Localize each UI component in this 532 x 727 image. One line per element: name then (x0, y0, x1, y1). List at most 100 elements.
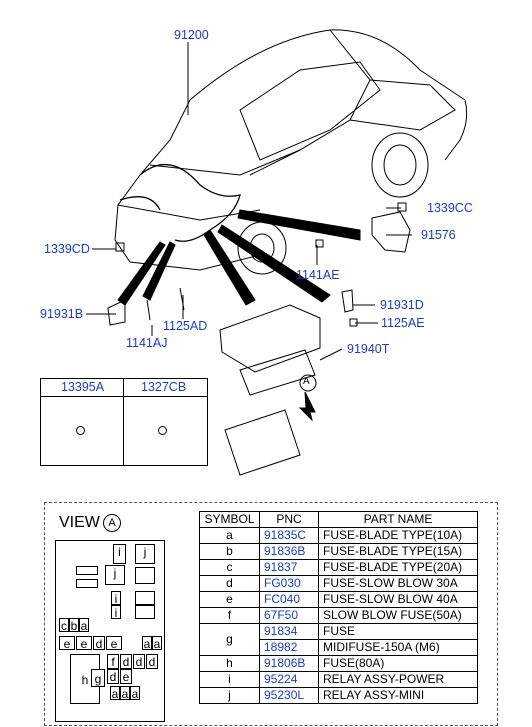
cell-pnc: 91836B (259, 543, 319, 560)
cell-pnc: FG030 (259, 575, 319, 592)
label-bolt-center: 1141AE (296, 268, 340, 282)
fuse-cell-blank (76, 566, 98, 575)
table-row: h 91806B FUSE(80A) (199, 655, 478, 672)
table-header-row: SYMBOL PNC PART NAME (199, 511, 478, 528)
cell-part-name: RELAY ASSY-MINI (318, 687, 478, 704)
label-bolt-lower-right: 1125AE (381, 316, 425, 330)
table-row: 18982 MIDIFUSE-150A (M6) (200, 639, 478, 656)
view-marker-circle: A (103, 514, 121, 532)
cell-part-name: FUSE (318, 623, 478, 640)
cell-symbol: f (199, 607, 260, 624)
label-bracket-right: 91931D (380, 298, 424, 312)
fuse-cell: i (113, 544, 126, 564)
cell-symbol: a (199, 527, 260, 544)
fuse-cell: e (76, 636, 92, 651)
table-row: j 95230L RELAY ASSY-MINI (199, 687, 478, 704)
fuse-layout: i j j i i c b a e e d e a a f d d d h g … (55, 540, 165, 722)
fuse-cell: f (107, 654, 119, 669)
label-bolt-left: 1339CD (44, 242, 90, 256)
cell-pnc: 91834 (259, 623, 319, 640)
label-bolt-lower-left: 1141AJ (126, 336, 168, 350)
header-part-name: PART NAME (318, 511, 478, 528)
fuse-cell-blank (76, 579, 98, 588)
fuse-cell: d (93, 636, 105, 651)
table-row: e FC040 FUSE-SLOW BLOW 40A (199, 591, 478, 608)
table-row: g 91834 FUSE (199, 623, 478, 656)
fuse-cell: j (105, 565, 125, 585)
fuse-cell: e (120, 669, 132, 684)
fuse-cell-blank (135, 591, 155, 605)
nut-box: 13395A 1327CB (40, 378, 208, 466)
fuse-cell: a (152, 636, 162, 651)
label-harness: 91200 (174, 28, 209, 42)
cell-symbol: g (199, 623, 260, 656)
fuse-cell: a (142, 636, 152, 651)
header-pnc: PNC (259, 511, 319, 528)
fuse-cell: c (59, 618, 69, 633)
table-row: d FG030 FUSE-SLOW BLOW 30A (199, 575, 478, 592)
cell-symbol: e (199, 591, 260, 608)
cell-part-name: FUSE(80A) (318, 655, 478, 672)
nut-icon (158, 426, 167, 435)
cell-pnc: 91835C (259, 527, 319, 544)
view-marker-label: A (303, 376, 310, 387)
table-row: a 91835C FUSE-BLADE TYPE(10A) (199, 527, 478, 544)
fuse-cell: i (111, 591, 121, 606)
fuse-cell: e (59, 636, 75, 651)
cell-part-name: FUSE-BLADE TYPE(15A) (318, 543, 478, 560)
cell-symbol: j (199, 687, 260, 704)
label-junction-box: 91940T (347, 342, 390, 356)
fuse-cell: g (91, 669, 105, 687)
view-title: VIEW (59, 514, 100, 531)
cell-pnc: 18982 (259, 639, 319, 656)
nut-label-2: 1327CB (141, 380, 187, 394)
cell-part-name: FUSE-SLOW BLOW 30A (318, 575, 478, 592)
cell-pnc: 67F50 (259, 607, 319, 624)
label-bolt-right: 1339CC (427, 201, 473, 215)
vehicle-illustration (86, 29, 468, 476)
cell-symbol: h (199, 655, 260, 672)
table-row: b 91836B FUSE-BLADE TYPE(15A) (199, 543, 478, 560)
fuse-cell: a (130, 686, 140, 701)
label-bracket-left: 91931B (40, 307, 84, 321)
table-row: f 67F50 SLOW BLOW FUSE(50A) (199, 607, 478, 624)
cell-symbol: d (199, 575, 260, 592)
cell-pnc: 91806B (259, 655, 319, 672)
fuse-cell: i (111, 605, 121, 620)
fuse-cell: d (146, 654, 158, 669)
cell-pnc: 95230L (259, 687, 319, 704)
fuse-cell-blank (135, 605, 155, 619)
fuse-cell: d (133, 654, 145, 669)
cell-pnc: 95224 (259, 671, 319, 688)
fuse-cell: a (120, 686, 130, 701)
cell-part-name: FUSE-BLADE TYPE(20A) (318, 559, 478, 576)
cell-symbol: i (199, 671, 260, 688)
view-frame (44, 502, 498, 726)
cell-part-name: RELAY ASSY-POWER (318, 671, 478, 688)
nut-icon (76, 426, 85, 435)
fuse-cell-blank (135, 567, 155, 584)
cell-part-name: MIDIFUSE-150A (M6) (318, 639, 478, 656)
cell-symbol: c (199, 559, 260, 576)
fuse-cell: j (135, 544, 155, 564)
cell-symbol: b (199, 543, 260, 560)
cell-pnc: 91837 (259, 559, 319, 576)
label-cover: 91576 (421, 228, 456, 242)
fuse-cell: a (79, 618, 89, 633)
cell-part-name: FUSE-SLOW BLOW 40A (318, 591, 478, 608)
parts-table: SYMBOL PNC PART NAME a 91835C FUSE-BLADE… (199, 511, 478, 704)
label-bolt-lower-center: 1125AD (163, 319, 208, 333)
cell-pnc: FC040 (259, 591, 319, 608)
fuse-cell: b (69, 618, 79, 633)
table-row: i 95224 RELAY ASSY-POWER (199, 671, 478, 688)
fuse-cell: d (120, 654, 132, 669)
table-row: c 91837 FUSE-BLADE TYPE(20A) (199, 559, 478, 576)
nut-label-1: 13395A (61, 380, 105, 394)
fuse-cell: d (107, 669, 119, 684)
cell-part-name: SLOW BLOW FUSE(50A) (318, 607, 478, 624)
fuse-cell: e (106, 636, 122, 651)
cell-part-name: FUSE-BLADE TYPE(10A) (318, 527, 478, 544)
header-symbol: SYMBOL (199, 511, 260, 528)
fuse-cell: a (110, 686, 120, 701)
